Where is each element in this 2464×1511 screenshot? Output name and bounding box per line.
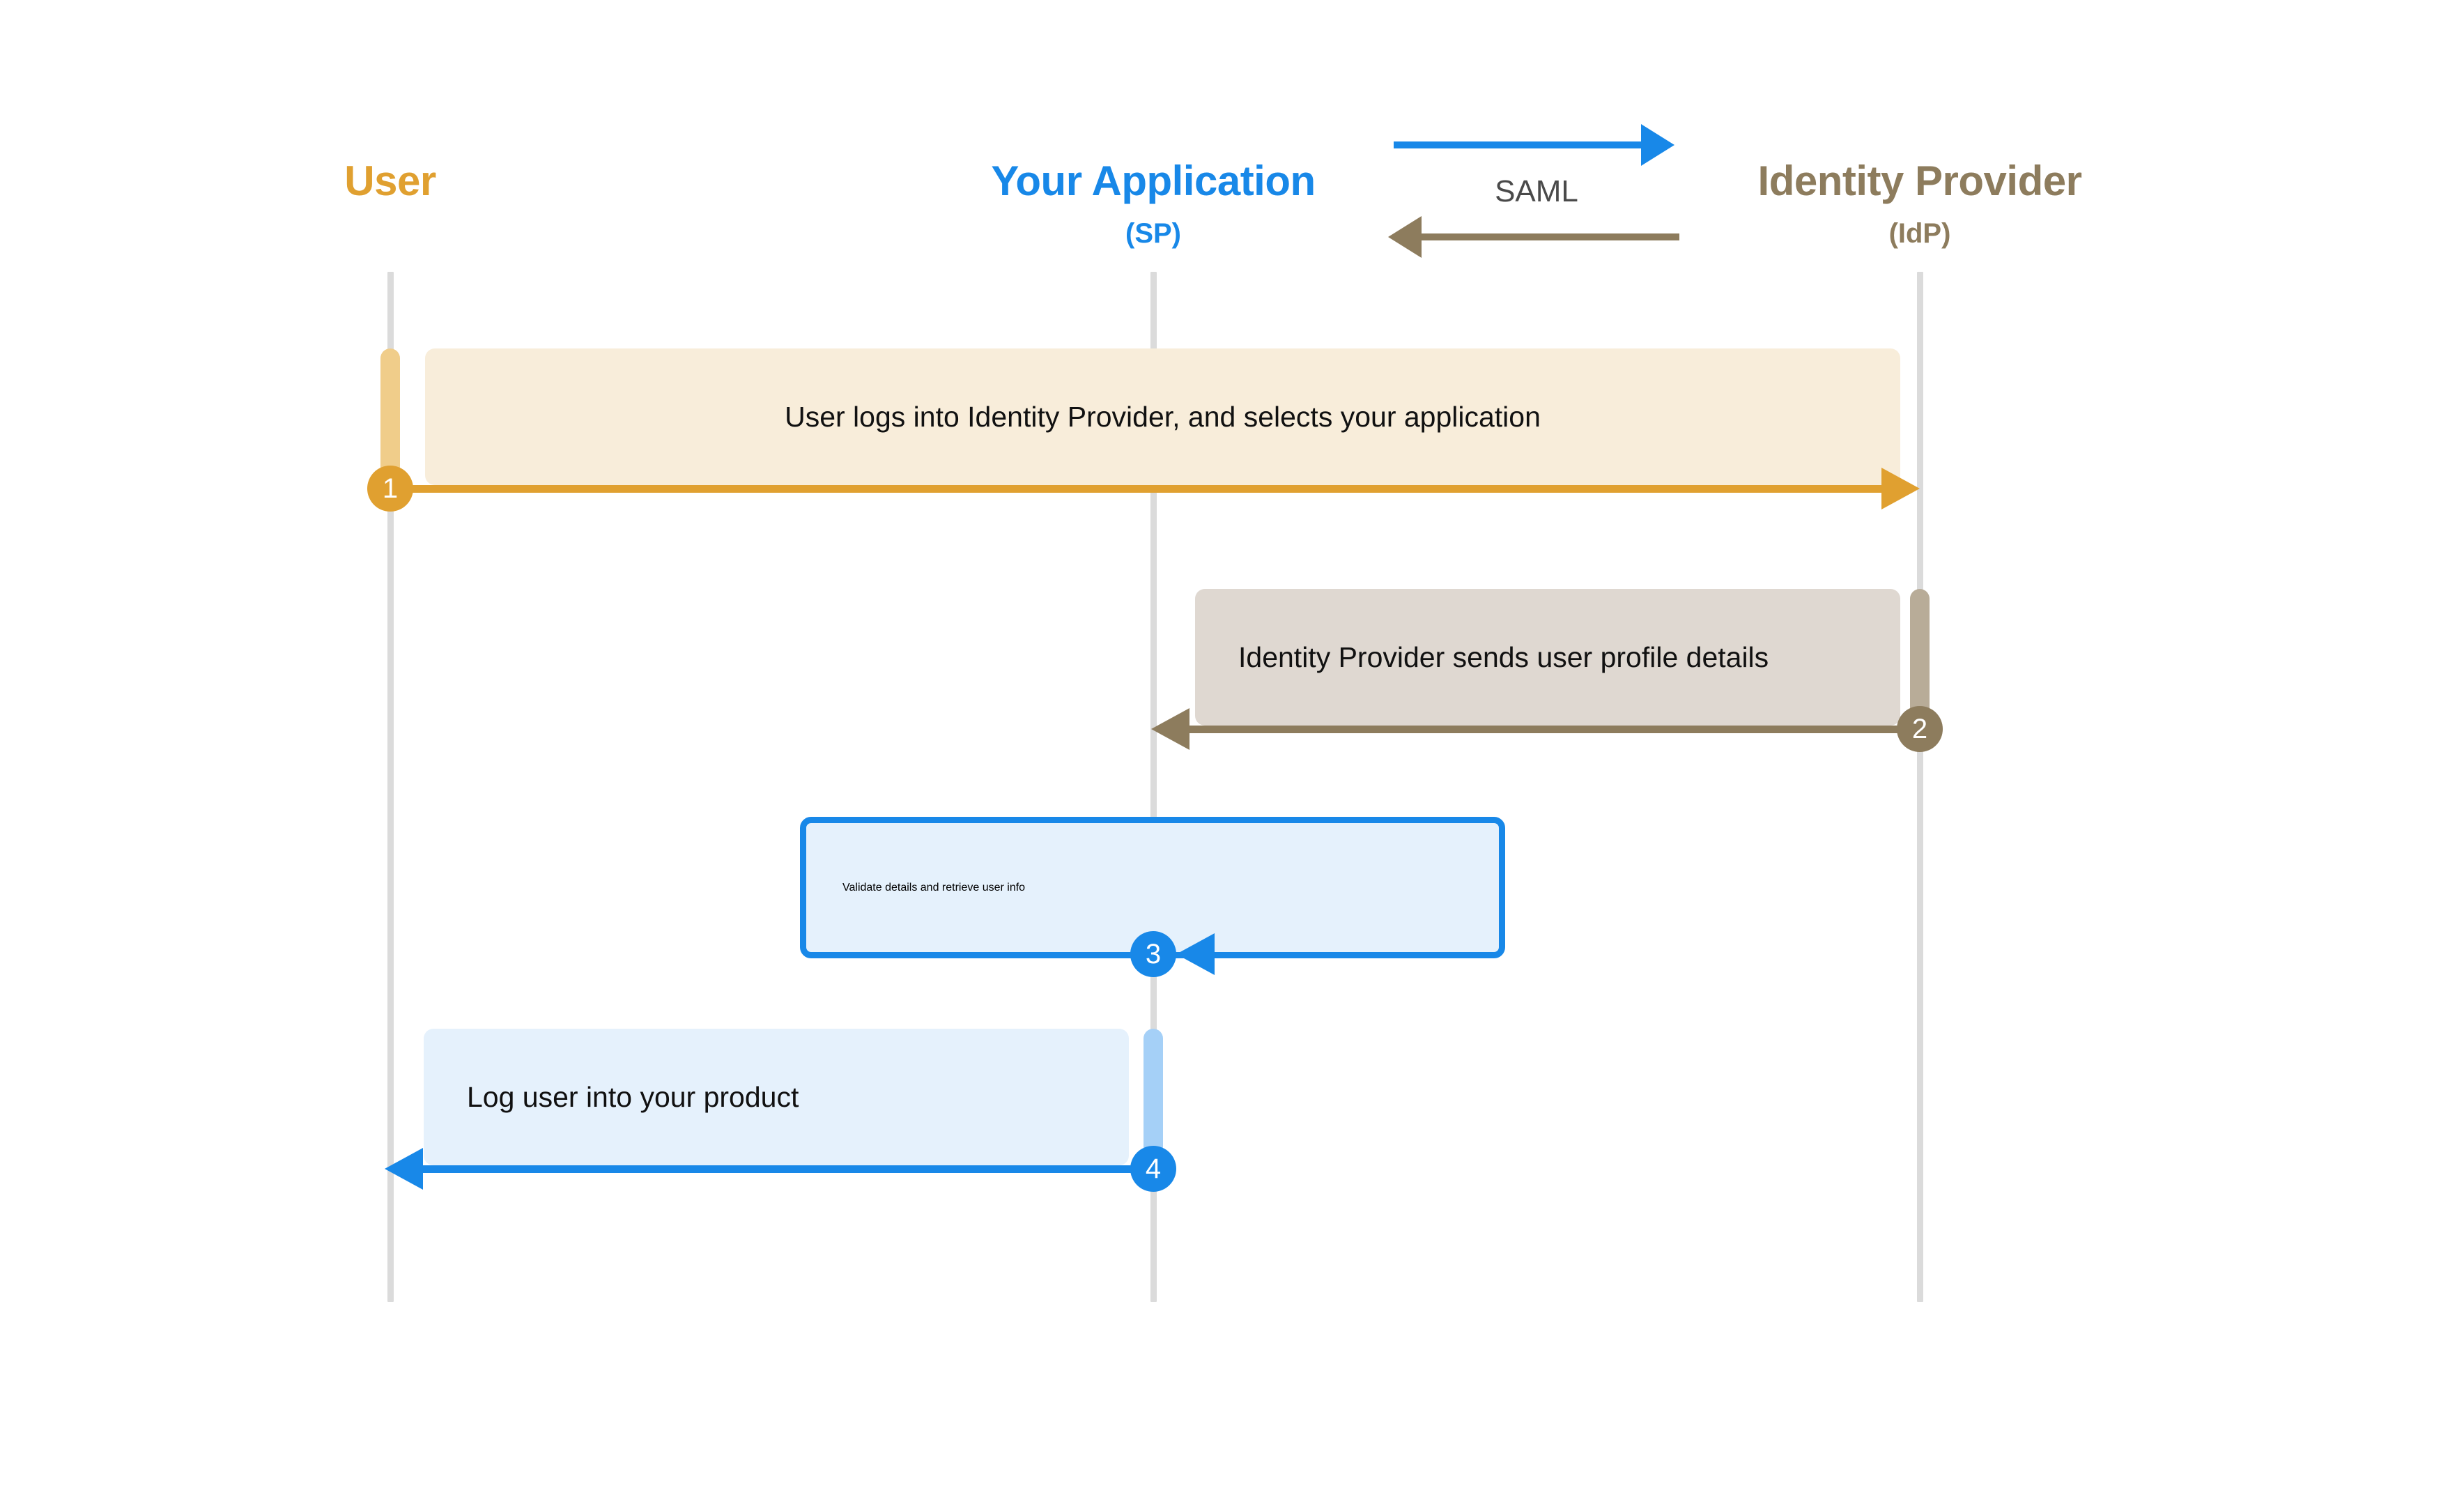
activation-bar-step-4 xyxy=(1144,1029,1163,1161)
actor-title-user: User xyxy=(344,158,436,204)
lifeline-your-application xyxy=(1150,272,1157,1302)
lifeline-user xyxy=(387,272,394,1302)
saml-request-arrow-head-icon xyxy=(1641,124,1674,166)
message-label-step-3: Validate details and retrieve user info xyxy=(842,881,1026,893)
saml-request-arrow-line xyxy=(1394,141,1651,148)
message-label-step-4: Log user into your product xyxy=(467,1080,799,1113)
saml-response-arrow-line xyxy=(1422,233,1679,240)
step-number-2: 2 xyxy=(1897,706,1943,752)
message-arrow-line-step-1 xyxy=(390,485,1886,493)
saml-label: SAML xyxy=(1495,174,1578,208)
actor-title-identity-provider: Identity Provider xyxy=(1757,158,2082,204)
step-number-1: 1 xyxy=(367,466,413,512)
message-box-step-4: Log user into your product xyxy=(424,1029,1129,1165)
message-arrow-head-step-4-icon xyxy=(385,1148,423,1190)
lifeline-identity-provider xyxy=(1917,272,1923,1302)
step-number-4: 4 xyxy=(1130,1146,1176,1192)
actor-title-your-application: Your Application xyxy=(991,158,1316,204)
message-box-step-1: User logs into Identity Provider, and se… xyxy=(425,348,1900,485)
saml-response-arrow-head-icon xyxy=(1388,216,1422,258)
activation-bar-step-2 xyxy=(1910,589,1930,721)
message-box-step-2: Identity Provider sends user profile det… xyxy=(1195,589,1900,726)
step-number-3: 3 xyxy=(1130,931,1176,977)
actor-subtitle-idp: (IdP) xyxy=(1888,218,1951,249)
message-arrow-head-step-3-icon xyxy=(1176,933,1215,975)
message-arrow-head-step-1-icon xyxy=(1881,468,1920,509)
message-label-step-1: User logs into Identity Provider, and se… xyxy=(785,400,1541,433)
message-arrow-head-step-2-icon xyxy=(1151,708,1189,750)
actor-subtitle-sp: (SP) xyxy=(1125,218,1181,249)
message-label-step-2: Identity Provider sends user profile det… xyxy=(1238,641,1769,673)
activation-bar-step-1 xyxy=(380,348,400,481)
message-arrow-line-step-4 xyxy=(418,1165,1153,1173)
message-arrow-line-step-2 xyxy=(1185,726,1920,733)
